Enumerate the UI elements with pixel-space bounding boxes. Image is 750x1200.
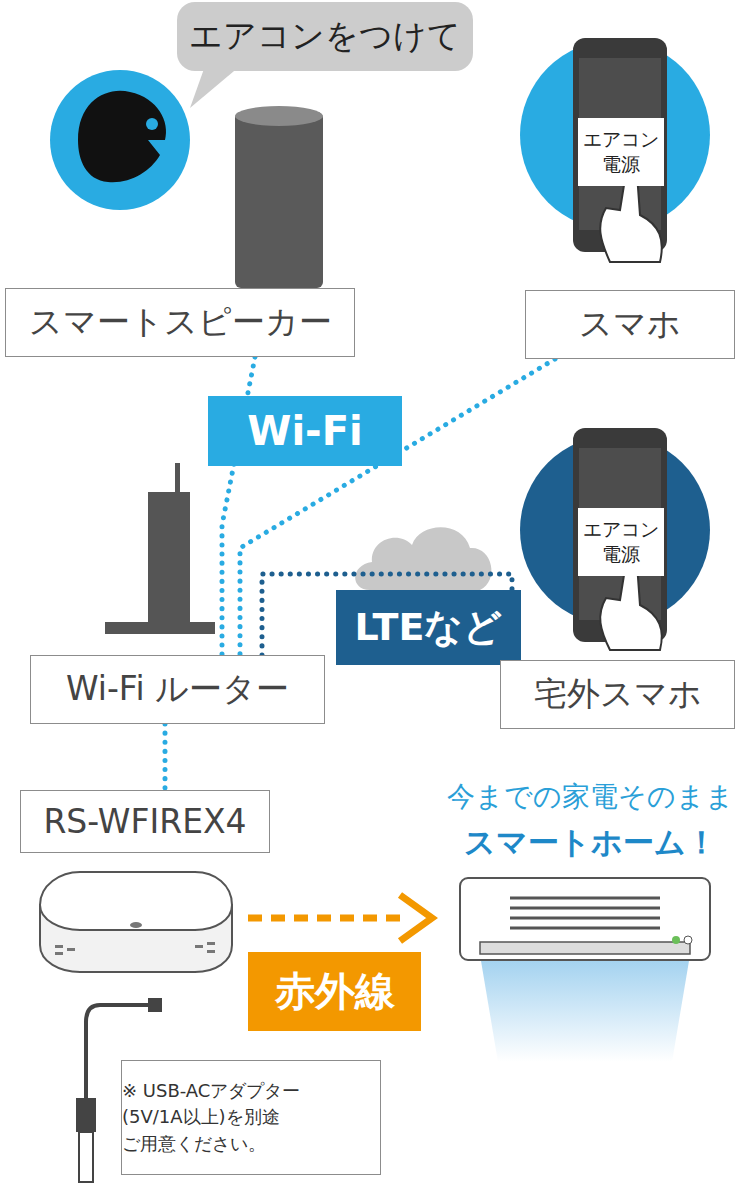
remote-smartphone bbox=[520, 428, 710, 650]
headline-text: 今までの家電そのまま bbox=[447, 778, 734, 816]
node-text: スマホ bbox=[579, 302, 681, 347]
node-text: スマートスピーカー bbox=[29, 300, 332, 345]
phone-screen: エアコン 電源 bbox=[578, 508, 664, 576]
infrared-arrow bbox=[248, 895, 432, 941]
cloud bbox=[355, 527, 491, 590]
device-box: Wi-Fi ルーター bbox=[30, 655, 325, 724]
headline-text: スマートホーム！ bbox=[464, 822, 717, 864]
node-text: 赤外線 bbox=[275, 964, 395, 1019]
node-text: Wi-Fi bbox=[247, 408, 362, 454]
wifi-router bbox=[105, 463, 215, 634]
signal-band: 赤外線 bbox=[248, 952, 421, 1031]
smartphone bbox=[520, 38, 710, 262]
air-conditioner bbox=[460, 878, 710, 1062]
network-band: LTEなど bbox=[336, 590, 521, 665]
ir-device bbox=[40, 872, 232, 972]
node-text: LTEなど bbox=[355, 602, 503, 653]
node-text: RS-WFIREX4 bbox=[43, 802, 246, 841]
bubble-tail bbox=[190, 66, 240, 108]
node-text: エアコンをつけて bbox=[189, 14, 461, 59]
node-text: Wi-Fi ルーター bbox=[66, 667, 289, 712]
device-box: 宅外スマホ bbox=[500, 660, 735, 729]
node-text: エアコン 電源 bbox=[583, 517, 659, 566]
smart-speaker bbox=[235, 106, 323, 288]
note-box: ※ USB-ACアダプター (5V/1A以上)を別途 ご用意ください。 bbox=[121, 1060, 381, 1175]
speech-bubble: エアコンをつけて bbox=[177, 2, 473, 71]
device-box: スマートスピーカー bbox=[5, 288, 355, 357]
network-band: Wi-Fi bbox=[208, 396, 402, 466]
node-text: 宅外スマホ bbox=[534, 672, 702, 717]
node-text: エアコン 電源 bbox=[583, 127, 659, 176]
wireless-link bbox=[262, 574, 512, 660]
device-box: RS-WFIREX4 bbox=[20, 790, 270, 853]
device-box: スマホ bbox=[525, 290, 735, 359]
voice-character bbox=[50, 70, 190, 210]
phone-screen: エアコン 電源 bbox=[578, 118, 664, 186]
wireless-link bbox=[163, 724, 168, 790]
node-text: ※ USB-ACアダプター (5V/1A以上)を別途 ご用意ください。 bbox=[122, 1078, 354, 1156]
